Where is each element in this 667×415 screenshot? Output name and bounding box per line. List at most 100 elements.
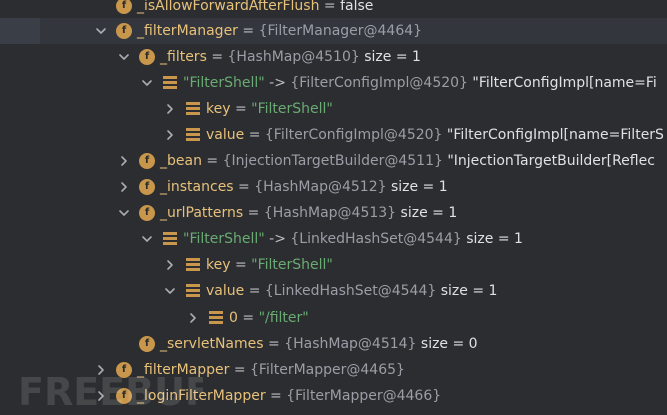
variable-name: value xyxy=(206,283,245,299)
tree-row-text: 0 = "/filter" xyxy=(229,305,309,331)
string-value: "FilterShell" xyxy=(251,257,333,273)
operator: = xyxy=(206,49,228,65)
chevron-down-icon[interactable] xyxy=(94,18,108,44)
variable-name: _loginFilterMapper xyxy=(137,388,266,404)
tree-row[interactable]: "FilterShell" -> {FilterConfigImpl@4520}… xyxy=(0,70,667,96)
map-entry-icon xyxy=(163,232,177,246)
operator: = xyxy=(233,179,255,195)
field-icon-letter: f xyxy=(121,364,127,375)
variable-name: _servletNames xyxy=(160,336,264,352)
tree-row[interactable]: key = "FilterShell" xyxy=(0,96,667,122)
tree-row[interactable]: "FilterShell" -> {LinkedHashSet@4544} si… xyxy=(0,226,667,252)
variable-name: value xyxy=(206,127,245,143)
map-entry-icon xyxy=(163,76,177,90)
value-text: "FilterConfigImpl[name=FilterS xyxy=(442,127,664,143)
size-label: size = 1 xyxy=(386,179,448,195)
operator: = xyxy=(230,257,252,273)
field-icon-letter: f xyxy=(144,207,150,218)
chevron-down-icon[interactable] xyxy=(163,278,177,304)
operator: = xyxy=(265,388,287,404)
size-label: size = 0 xyxy=(416,336,478,352)
selection-highlight xyxy=(0,18,40,44)
tree-row[interactable]: f _loginFilterMapper = {FilterMapper@4466… xyxy=(0,383,667,409)
variable-name: _filterManager xyxy=(137,23,238,39)
map-entry-icon xyxy=(209,311,223,325)
tree-row-text: value = {LinkedHashSet@4544} size = 1 xyxy=(206,278,497,304)
field-icon: f xyxy=(116,0,132,14)
tree-row[interactable]: f_servletNames = {HashMap@4514} size = 0 xyxy=(0,331,667,357)
variable-name: _filters xyxy=(160,49,207,65)
map-entry-icon xyxy=(186,102,200,116)
operator: = xyxy=(263,336,285,352)
chevron-down-icon[interactable] xyxy=(117,44,131,70)
variable-name: key xyxy=(206,101,231,117)
string-value: "/filter" xyxy=(258,310,309,326)
variable-name: key xyxy=(206,257,231,273)
tree-row-text: _isAllowForwardAfterFlush = false xyxy=(137,0,373,19)
tree-row-text: key = "FilterShell" xyxy=(206,252,333,278)
object-reference: {FilterMapper@4466} xyxy=(286,388,442,404)
field-icon-letter: f xyxy=(121,0,127,11)
field-icon-letter: f xyxy=(121,390,127,401)
operator: = xyxy=(201,153,223,169)
tree-row[interactable]: value = {FilterConfigImpl@4520} "FilterC… xyxy=(0,122,667,148)
variable-name: 0 xyxy=(229,310,238,326)
field-icon: f xyxy=(116,23,132,39)
chevron-down-icon[interactable] xyxy=(117,200,131,226)
object-reference: {FilterMapper@4465} xyxy=(250,362,405,378)
field-icon: f xyxy=(139,49,155,65)
field-icon: f xyxy=(116,362,132,378)
chevron-right-icon[interactable] xyxy=(94,383,108,409)
tree-row[interactable]: key = "FilterShell" xyxy=(0,252,667,278)
entry-key-string: "FilterShell" xyxy=(183,75,265,91)
tree-row[interactable]: f_bean = {InjectionTargetBuilder@4511} "… xyxy=(0,148,667,174)
chevron-right-icon[interactable] xyxy=(163,252,177,278)
variable-name: _bean xyxy=(160,153,202,169)
operator: = xyxy=(319,0,341,14)
tree-row-text: _instances = {HashMap@4512} size = 1 xyxy=(160,174,448,200)
value-text: "FilterConfigImpl[name=Fi xyxy=(467,75,657,91)
operator: = xyxy=(244,283,265,299)
tree-row[interactable]: 0 = "/filter" xyxy=(0,305,667,331)
object-reference: {FilterConfigImpl@4520} xyxy=(264,127,443,143)
tree-row[interactable]: f _instances = {HashMap@4512} size = 1 xyxy=(0,174,667,200)
map-entry-icon xyxy=(186,284,200,298)
operator: = xyxy=(243,205,264,221)
tree-row[interactable]: f_urlPatterns = {HashMap@4513} size = 1 xyxy=(0,200,667,226)
chevron-right-icon[interactable] xyxy=(94,357,108,383)
tree-row-text: _filterManager = {FilterManager@4464} xyxy=(137,18,422,44)
field-icon-letter: f xyxy=(144,51,150,62)
chevron-down-icon[interactable] xyxy=(140,70,154,96)
operator: = xyxy=(237,23,259,39)
variable-name: _filterMapper xyxy=(137,362,230,378)
field-icon: f xyxy=(139,179,155,195)
variable-name: _instances xyxy=(160,179,234,195)
chevron-right-icon[interactable] xyxy=(163,122,177,148)
chevron-down-icon[interactable] xyxy=(140,226,154,252)
tree-row[interactable]: f _filterMapper = {FilterMapper@4465} xyxy=(0,357,667,383)
object-reference: {HashMap@4514} xyxy=(284,336,417,352)
field-icon-letter: f xyxy=(144,181,150,192)
tree-row[interactable]: value = {LinkedHashSet@4544} size = 1 xyxy=(0,278,667,304)
field-icon: f xyxy=(139,205,155,221)
chevron-right-icon[interactable] xyxy=(186,305,200,331)
tree-row[interactable]: f_filters = {HashMap@4510} size = 1 xyxy=(0,44,667,70)
chevron-right-icon[interactable] xyxy=(117,148,131,174)
entry-key-string: "FilterShell" xyxy=(183,231,265,247)
chevron-right-icon[interactable] xyxy=(163,96,177,122)
value-text: "InjectionTargetBuilder[Reflec xyxy=(442,153,655,169)
variable-name: _urlPatterns xyxy=(160,205,244,221)
tree-row-text: _filterMapper = {FilterMapper@4465} xyxy=(137,357,405,383)
operator: = xyxy=(230,101,252,117)
tree-row-text: _loginFilterMapper = {FilterMapper@4466} xyxy=(137,383,441,409)
size-label: size = 1 xyxy=(396,205,458,221)
tree-row[interactable]: f _isAllowForwardAfterFlush = false xyxy=(0,0,667,19)
tree-row-text: "FilterShell" -> {FilterConfigImpl@4520}… xyxy=(183,70,657,96)
chevron-right-icon[interactable] xyxy=(117,174,131,200)
size-label: size = 1 xyxy=(461,231,523,247)
variable-name: _isAllowForwardAfterFlush xyxy=(137,0,320,14)
object-reference: {HashMap@4512} xyxy=(254,179,387,195)
object-reference: {FilterConfigImpl@4520} xyxy=(290,75,468,91)
tree-row[interactable]: f _filterManager = {FilterManager@4464} xyxy=(0,18,667,44)
tree-row-text: value = {FilterConfigImpl@4520} "FilterC… xyxy=(206,122,664,148)
